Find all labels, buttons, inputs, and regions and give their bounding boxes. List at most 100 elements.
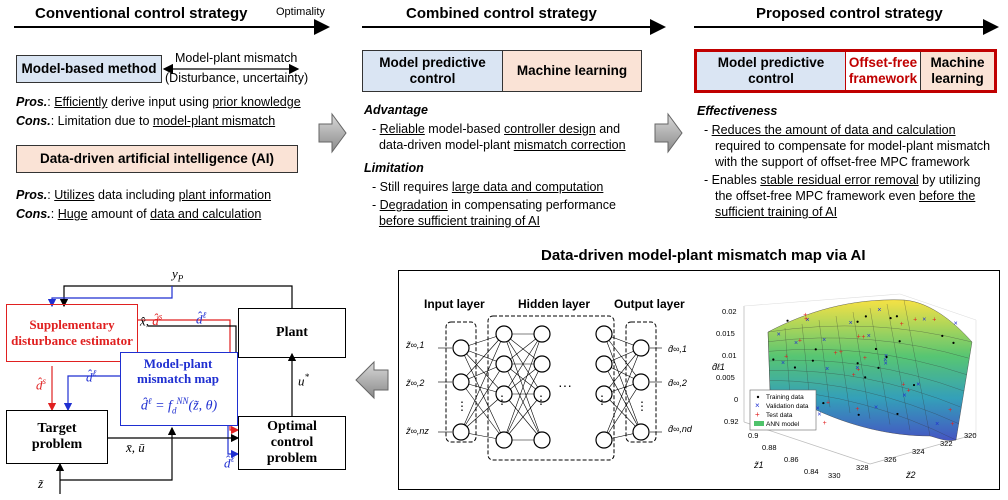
nn-node <box>452 339 470 357</box>
svg-text:328: 328 <box>856 463 869 472</box>
right-arrow-1 <box>318 112 347 154</box>
plant-box: Plant <box>238 308 346 358</box>
advantage-line-1: - Reliable model-based controller design… <box>372 122 621 136</box>
svg-text:+: + <box>784 353 788 360</box>
svg-text:324: 324 <box>912 447 925 456</box>
supplementary-estimator-box: Supplementary disturbance estimator <box>6 304 138 362</box>
svg-text:×: × <box>954 320 958 327</box>
svg-text:d̂∞,nd: d̂∞,nd <box>668 424 693 434</box>
svg-text:z̃1: z̃1 <box>753 460 764 470</box>
target-problem-box: Target problem <box>6 410 108 464</box>
svg-text:⋮: ⋮ <box>596 393 608 407</box>
svg-text:×: × <box>805 317 809 324</box>
right-arrow-2 <box>654 112 683 154</box>
svg-text:0: 0 <box>734 395 738 404</box>
proposed-frame <box>694 49 997 93</box>
mismatch-map-equation: d̂ℓ = fdNN(z̃, θ) <box>140 396 218 416</box>
mismatch-sub: (Disturbance, uncertainty) <box>165 71 309 85</box>
svg-text:×: × <box>817 412 821 419</box>
svg-text:×: × <box>884 360 888 367</box>
svg-text:Input layer: Input layer <box>424 297 485 311</box>
top-row-connectors <box>14 19 999 154</box>
svg-text:Training data: Training data <box>766 394 804 401</box>
svg-text:d̂∞,2: d̂∞,2 <box>668 378 687 388</box>
svg-text:0.02: 0.02 <box>722 307 737 316</box>
limitation-line-3: before sufficient training of AI <box>378 214 540 228</box>
advantage-line-2: data-driven model-plant mismatch correct… <box>372 138 626 152</box>
svg-text:z̃∞,nz: z̃∞,nz <box>405 426 429 436</box>
svg-text:0.92: 0.92 <box>724 417 739 426</box>
svg-text:d̂∞,1: d̂∞,1 <box>668 344 687 354</box>
svg-text:⋮: ⋮ <box>535 393 547 407</box>
svg-text:z̃∞,2: z̃∞,2 <box>405 378 424 388</box>
dl-label-bottom: d̂ℓ <box>224 454 235 471</box>
nn-node <box>452 423 470 441</box>
svg-text:Output layer: Output layer <box>614 297 685 311</box>
svg-text:+: + <box>833 350 837 357</box>
svg-text:+: + <box>803 312 807 319</box>
svg-text:330: 330 <box>828 471 841 480</box>
proposed-title: Proposed control strategy <box>756 5 943 22</box>
svg-text:×: × <box>849 320 853 327</box>
block-diagram <box>47 285 297 494</box>
svg-text:0.84: 0.84 <box>804 467 819 476</box>
combined-mpc-box: Model predictive control <box>362 50 502 92</box>
limitation-line-1: - Still requires large data and computat… <box>372 180 604 194</box>
surface-plot: ×+×+×+×+×+×+×+×+×+×+×+×+×+×+×+×+×+×+×+×+… <box>712 293 977 480</box>
ai-box: Data-driven artificial intelligence (AI) <box>16 145 298 173</box>
svg-text:×: × <box>916 382 920 389</box>
svg-text:Validation data: Validation data <box>766 403 809 410</box>
dl-label-top: d̂ℓ <box>196 310 207 327</box>
effectiveness-line-5: the offset-free MPC framework even befor… <box>715 189 976 203</box>
nn-node <box>632 373 650 391</box>
nn-title: Data-driven model-plant mismatch map via… <box>541 247 866 264</box>
combined-ml-box: Machine learning <box>502 50 642 92</box>
xu-bar-label: x̄, ū <box>126 440 145 455</box>
svg-text:×: × <box>822 337 826 344</box>
svg-text:⋮: ⋮ <box>636 399 648 413</box>
nn-node <box>495 431 513 449</box>
svg-text:+: + <box>913 317 917 324</box>
nn-node <box>452 373 470 391</box>
svg-text:×: × <box>883 357 887 364</box>
mismatch-map-box <box>120 352 238 426</box>
z-tilde-label: z̃ <box>38 476 44 491</box>
svg-text:×: × <box>777 332 781 339</box>
effectiveness-title: Effectiveness <box>697 104 778 118</box>
advantage-title: Advantage <box>364 103 428 117</box>
svg-text:×: × <box>935 421 939 428</box>
svg-text:×: × <box>794 340 798 347</box>
svg-text:Hidden layer: Hidden layer <box>518 297 590 311</box>
svg-text:+: + <box>906 387 910 394</box>
proposed-offset-box: Offset-free framework <box>845 52 921 90</box>
nn-panel <box>398 270 1000 490</box>
yp-label: yP <box>172 266 184 284</box>
nn-node <box>632 339 650 357</box>
xhat-ds-label: x̂, d̂s <box>140 312 163 329</box>
svg-text:···: ··· <box>558 377 572 393</box>
nn-node <box>533 385 551 403</box>
proposed-mpc-box: Model predictive control <box>697 52 845 90</box>
svg-text:z̃2: z̃2 <box>905 470 916 480</box>
svg-text:+: + <box>856 366 860 373</box>
effectiveness-line-1: - Reduces the amount of data and calcula… <box>704 123 956 137</box>
conventional-title: Conventional control strategy <box>35 5 248 22</box>
effectiveness-line-4: - Enables stable residual error removal … <box>704 173 981 187</box>
svg-text:+: + <box>755 410 760 419</box>
ai-cons: Cons.: Huge amount of data and calculati… <box>16 207 262 221</box>
svg-text:×: × <box>922 316 926 323</box>
mb-cons: Cons.: Limitation due to model-plant mis… <box>16 114 276 128</box>
svg-text:+: + <box>948 407 952 414</box>
svg-text:×: × <box>855 365 859 372</box>
svg-text:326: 326 <box>884 455 897 464</box>
nn-node <box>595 385 613 403</box>
model-based-box: Model-based method <box>16 55 162 83</box>
limitation-title: Limitation <box>364 161 424 175</box>
svg-text:×: × <box>816 406 820 413</box>
svg-text:d̂ℓ1: d̂ℓ1 <box>712 362 725 372</box>
ocp-box: Optimal control problem <box>238 416 346 470</box>
svg-text:+: + <box>855 406 859 413</box>
nn-node <box>632 423 650 441</box>
svg-text:+: + <box>826 400 830 407</box>
optimality-label: Optimality <box>276 6 325 18</box>
